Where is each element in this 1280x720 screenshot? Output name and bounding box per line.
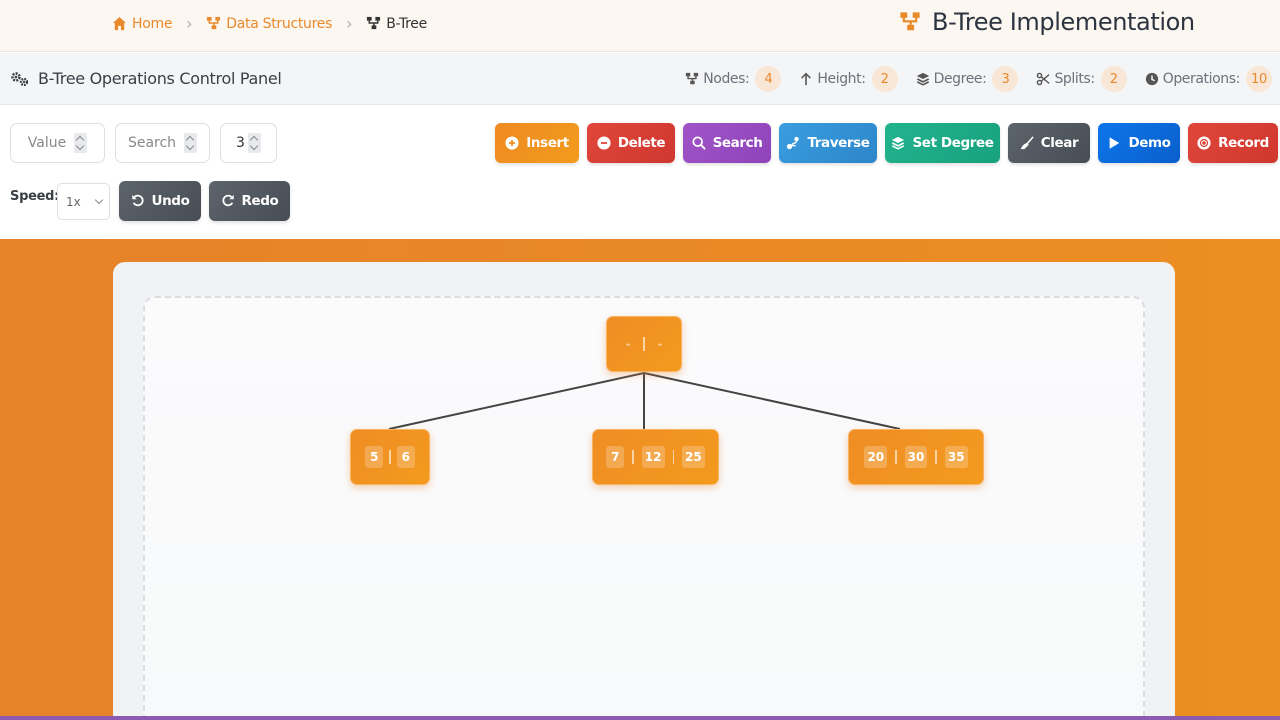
child-node-2[interactable]: 7 12 25 [592,429,719,485]
delete-button[interactable]: Delete [587,123,675,163]
record-button[interactable]: Record [1188,123,1278,163]
control-panel-header: B-Tree Operations Control Panel Nodes: 4… [0,53,1280,105]
route-icon [787,136,800,150]
key-separator [632,450,634,464]
node-key: 30 [904,446,928,468]
bottom-accent-strip [0,716,1280,720]
operations-badge: 10 [1246,66,1272,92]
tree-edges [388,372,901,430]
stat-nodes: Nodes: 4 [685,66,782,92]
stats-bar: Nodes: 4 Height: 2 Degree: 3 Splits: 2 O… [685,66,1272,92]
speed-select[interactable]: 1x [57,183,110,220]
visualization-stage: - - 5 6 7 12 25 20 30 35 [0,239,1280,720]
tree-canvas[interactable]: - - 5 6 7 12 25 20 30 35 [143,296,1145,720]
traverse-button[interactable]: Traverse [779,123,877,163]
splits-badge: 2 [1100,66,1127,92]
node-key: 20 [864,446,888,468]
redo-icon [222,194,234,207]
layers-icon [916,72,929,86]
search-input[interactable]: Search [115,123,210,163]
set-degree-button[interactable]: Set Degree [885,123,1000,163]
demo-button[interactable]: Demo [1098,123,1180,163]
key-separator [643,337,645,351]
sitemap-icon [900,12,920,31]
speed-label: Speed: [10,189,60,204]
breadcrumb-home[interactable]: Home [112,16,172,32]
node-key: 12 [641,446,665,468]
child-node-3[interactable]: 20 30 35 [848,429,984,485]
search-stepper[interactable] [184,133,198,153]
undo-button[interactable]: Undo [119,181,201,221]
sitemap-icon [686,72,699,85]
root-node[interactable]: - - [606,316,682,372]
record-icon [1197,136,1211,150]
undo-icon [131,194,144,207]
chevron-right-icon: › [186,14,193,33]
search-icon [692,136,706,150]
top-header: Home › Data Structures › B-Tree B-Tree I… [0,0,1280,52]
chevron-down-icon [94,195,104,205]
app-title: B-Tree Implementation [898,8,1195,36]
layers-icon [892,136,905,150]
breadcrumb: Home › Data Structures › B-Tree [112,14,427,33]
clear-button[interactable]: Clear [1008,123,1090,163]
panel-title: B-Tree Operations Control Panel [10,69,282,88]
node-key: 25 [682,446,705,468]
gears-icon [11,71,29,86]
degree-input[interactable]: 3 [220,123,277,163]
breadcrumb-data-structures[interactable]: Data Structures [206,16,332,32]
scissors-icon [1037,72,1051,86]
play-icon [1110,137,1120,149]
child-node-1[interactable]: 5 6 [350,429,430,485]
minus-circle-icon [597,136,611,150]
home-icon [112,16,127,31]
redo-button[interactable]: Redo [209,181,290,221]
key-separator [895,450,897,464]
arrow-up-icon [801,72,812,86]
clock-icon [1145,72,1158,86]
sitemap-icon [367,16,381,30]
search-button[interactable]: Search [683,123,771,163]
chevron-right-icon: › [346,14,353,33]
plus-circle-icon [505,136,519,150]
key-separator [935,450,937,464]
stat-height: Height: 2 [799,66,898,92]
node-key: 7 [606,446,625,468]
sitemap-icon [207,16,221,30]
node-key: - [625,337,631,351]
controls-area: Value Search 3 Insert Delete Search Trav… [0,106,1280,239]
stat-splits: Splits: 2 [1036,66,1127,92]
value-input[interactable]: Value [10,123,105,163]
broom-icon [1020,136,1034,150]
key-separator [672,450,674,464]
degree-badge: 3 [992,66,1019,92]
nodes-count-badge: 4 [755,66,782,92]
degree-stepper[interactable] [247,133,261,153]
breadcrumb-b-tree: B-Tree [366,16,427,32]
node-key: 35 [944,446,968,468]
value-stepper[interactable] [74,133,88,153]
node-key: - [657,337,663,351]
tree-card: - - 5 6 7 12 25 20 30 35 [113,262,1175,720]
node-key: 6 [396,446,415,468]
insert-button[interactable]: Insert [495,123,579,163]
height-badge: 2 [871,66,898,92]
node-key: 5 [365,446,384,468]
stat-operations: Operations: 10 [1145,66,1272,92]
key-separator [389,450,391,464]
stat-degree: Degree: 3 [916,66,1019,92]
